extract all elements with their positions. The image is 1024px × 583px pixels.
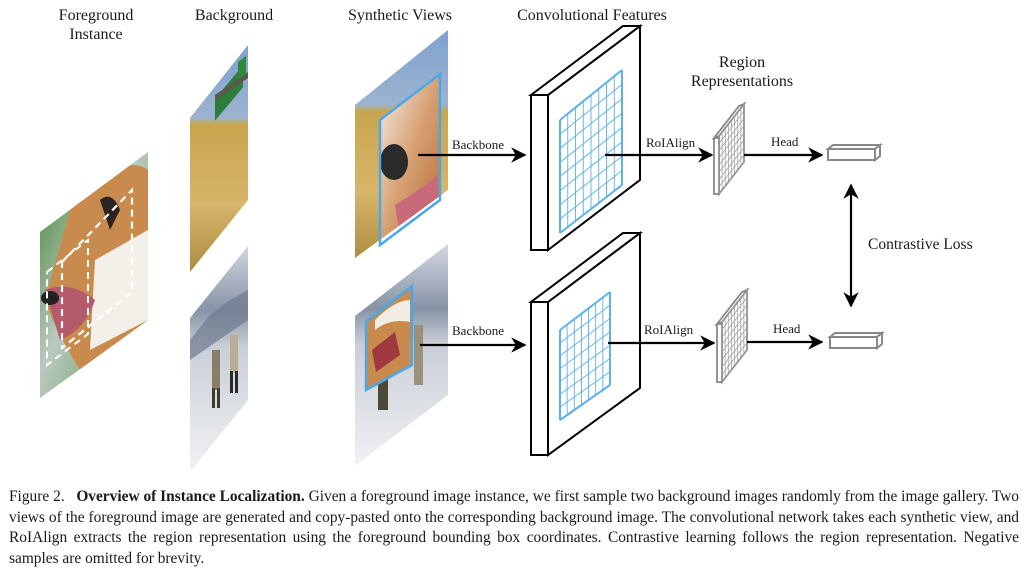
foreground-bbox-dashed-outer — [60, 187, 134, 351]
label-foreground-line2: Instance — [69, 26, 123, 43]
label-backbone-top: Backbone — [452, 137, 504, 152]
region-grid-top-line — [718, 132, 745, 166]
conv-grid-bottom-line — [559, 358, 611, 395]
label-contrastive-loss: Contrastive Loss — [868, 236, 973, 253]
conv-grid-bottom-line — [559, 371, 611, 408]
label-roialign-bottom: RoIAlign — [644, 322, 694, 337]
diagram-canvas — [40, 24, 885, 472]
region-representation-top — [711, 101, 747, 197]
conv-grid-bottom-line — [559, 318, 611, 357]
synthetic-bbox-bottom — [364, 283, 414, 393]
conv-grid-top-line — [559, 184, 623, 234]
region-grid-bottom-line — [721, 327, 748, 360]
label-synthetic-views: Synthetic Views — [347, 7, 453, 24]
conv-grid-top — [559, 69, 623, 234]
conv-grid-bottom-line — [559, 291, 611, 331]
conv-feature-map-top — [528, 24, 643, 253]
conv-grid-bottom-line — [559, 304, 611, 344]
conv-grid-top-line — [559, 127, 623, 177]
label-roialign-top: RoIAlign — [646, 135, 696, 150]
figure-diagram: Foreground Instance Background Synthetic… — [40, 6, 973, 472]
synthetic-view-bottom — [355, 244, 448, 466]
caption-text: Given a foreground image instance, we fi… — [9, 488, 1020, 567]
region-grid-top-line — [718, 161, 745, 195]
region-grid-top-line — [718, 147, 745, 180]
synthetic-bbox-top — [378, 71, 442, 248]
label-background: Background — [194, 7, 274, 24]
foreground-bbox-dashed-inner — [46, 237, 89, 368]
conv-grid-bottom-line — [559, 344, 611, 382]
label-head-bottom: Head — [773, 321, 801, 336]
label-backbone-bottom: Backbone — [452, 323, 504, 338]
label-region-line1: Region — [718, 54, 766, 71]
region-grid-top-line — [718, 154, 745, 187]
conv-grid-bottom — [559, 291, 611, 421]
conv-grid-top-line — [559, 170, 623, 220]
label-head-top: Head — [771, 134, 799, 149]
label-foreground-line1: Foreground — [58, 7, 134, 24]
region-representation-bottom — [714, 287, 750, 385]
figure-caption: Figure 2. Overview of Instance Localizat… — [9, 487, 1019, 569]
foreground-image — [40, 152, 148, 398]
conv-grid-top-line — [559, 155, 623, 206]
conv-feature-map-bottom — [528, 231, 643, 457]
label-foreground-instance: Foreground Instance — [46, 6, 146, 44]
label-region-line2: Representations — [690, 73, 794, 90]
embedding-vector-bottom — [827, 330, 885, 351]
conv-grid-top-line — [559, 141, 623, 191]
background-image-wheat — [190, 45, 248, 272]
caption-prefix: Figure 2. — [9, 488, 65, 505]
region-grid-bottom-line — [721, 349, 748, 383]
conv-grid-bottom-line — [559, 384, 611, 421]
region-grid-bottom-line — [721, 334, 748, 368]
conv-grid-bottom-line — [559, 331, 611, 369]
region-grid-bottom-line — [721, 319, 748, 353]
region-grid-bottom-line — [721, 342, 748, 375]
background-image-snow — [190, 246, 248, 472]
caption-title: Overview of Instance Localization. — [76, 488, 305, 505]
embedding-vector-top — [825, 142, 883, 163]
region-grid-top-line — [718, 140, 745, 173]
label-convolutional-features: Convolutional Features — [517, 7, 667, 24]
label-region-representations: Region Representations — [682, 53, 802, 91]
